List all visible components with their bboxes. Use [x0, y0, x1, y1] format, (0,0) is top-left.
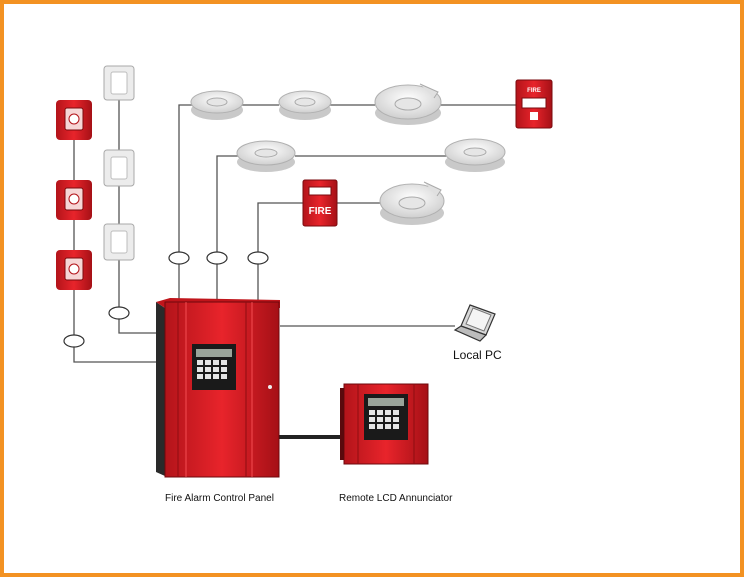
- red-horn-strobe-icon: [56, 100, 92, 140]
- wire-detector-loop-2: [216, 155, 447, 302]
- smoke-detector-icon: [379, 181, 445, 225]
- wire-marker: [63, 334, 85, 348]
- white-strobe-icon: [103, 223, 135, 261]
- smoke-detector-icon: [190, 90, 244, 120]
- wire-horn-strobe-loop: [73, 286, 160, 363]
- laptop-icon: [453, 304, 496, 342]
- annunciator-label: Remote LCD Annunciator: [339, 493, 453, 504]
- smoke-detector-icon: [374, 83, 442, 125]
- remote-lcd-annunciator: [340, 383, 429, 465]
- manual-pull-station-icon: FIRE: [302, 179, 338, 227]
- fire-alarm-control-panel: [156, 298, 280, 478]
- white-strobe-icon: [103, 149, 135, 187]
- wire-markers: [63, 251, 269, 348]
- wire-marker: [206, 251, 228, 265]
- local-pc-label: Local PC: [453, 348, 502, 362]
- wire-marker: [108, 306, 130, 320]
- red-horn-strobe-icon: [56, 250, 92, 290]
- smoke-detector-icon: [444, 138, 506, 172]
- wiring: [73, 98, 516, 363]
- smoke-detector-icon: [278, 90, 332, 120]
- control-panel-label: Fire Alarm Control Panel: [165, 493, 274, 504]
- wire-marker: [168, 251, 190, 265]
- white-strobe-icon: [103, 65, 135, 101]
- manual-pull-station-icon: FIRE: [515, 79, 553, 129]
- wire-strobe-loop: [118, 98, 160, 334]
- pull-station-label: FIRE: [527, 88, 541, 94]
- wire-detector-loop-1: [178, 104, 516, 302]
- pull-station-label: FIRE: [309, 206, 332, 217]
- wire-detector-loop-3: [257, 202, 382, 302]
- red-horn-strobe-icon: [56, 180, 92, 220]
- wire-marker: [247, 251, 269, 265]
- smoke-detector-icon: [236, 140, 296, 172]
